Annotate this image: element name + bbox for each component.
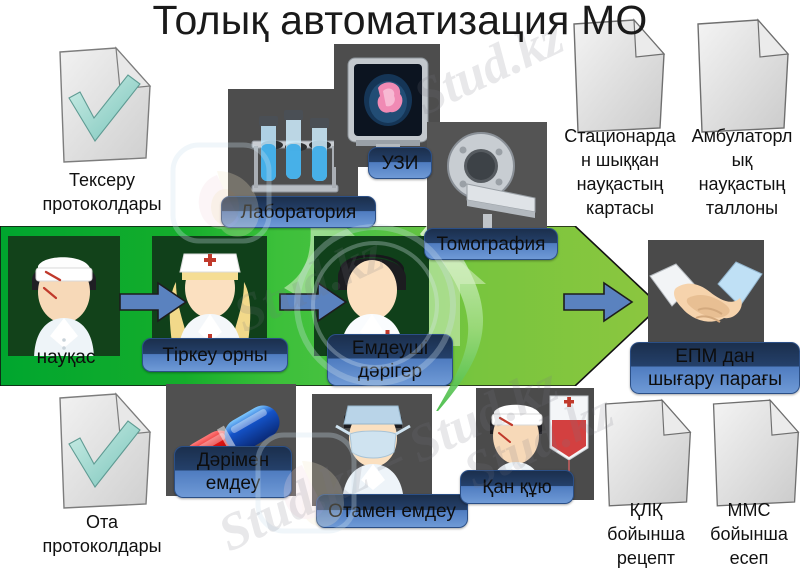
caption-line-1: Стационарда [564, 126, 676, 146]
document-icon [604, 398, 692, 507]
caption-line-4: таллоны [705, 198, 779, 218]
photo-surgeon [312, 394, 432, 506]
caption-line-2: протоколдары [42, 194, 162, 214]
caption-line-2: протоколдары [42, 536, 162, 556]
caption-mms-report: ММС бойынша есеп [698, 498, 800, 570]
caption-line-1: Амбулаторл [691, 126, 793, 146]
caption-line-1: Тексеру [69, 170, 135, 190]
arrow-patient-to-registry [119, 281, 188, 323]
label-ultrasound[interactable]: УЗИ [368, 147, 432, 179]
photo-patient [8, 236, 120, 356]
label-registry[interactable]: Тіркеу орны [142, 338, 288, 372]
document-icon [712, 398, 800, 507]
caption-line-2: бойынша [607, 524, 685, 544]
photo-ultrasound [334, 44, 440, 167]
label-surgery-treatment[interactable]: Отамен емдеу [316, 494, 468, 528]
caption-line-3: рецепт [616, 548, 676, 568]
arrow-doctor-to-discharge [563, 281, 634, 323]
caption-line-4: картасы [586, 198, 654, 218]
caption-line-2: бойынша [710, 524, 788, 544]
label-tomography[interactable]: Томография [424, 228, 558, 260]
label-discharge-sheet[interactable]: ЕПМ дан шығару парағы [630, 342, 800, 394]
caption-prescription: ҚЛҚ бойынша рецепт [590, 498, 702, 570]
caption-line-1: Ота [85, 512, 119, 532]
label-patient: науқас [36, 347, 96, 368]
caption-surgery-protocols: Ота протоколдары [17, 510, 187, 558]
caption-inpatient-card: Стационарда н шыққан науқастың картасы [560, 124, 680, 220]
caption-outpatient-coupon: Амбулаторл ық науқастың таллоны [684, 124, 800, 220]
label-attending-doctor[interactable]: Емдеуші дәрігер [327, 334, 453, 386]
arrow-registry-to-doctor [279, 281, 348, 323]
document-icon [573, 18, 666, 133]
caption-line-3: науқастың [576, 174, 664, 194]
caption-line-3: есеп [729, 548, 769, 568]
photo-handshake [648, 240, 764, 360]
label-laboratory[interactable]: Лаборатория [221, 196, 376, 228]
caption-line-3: науқастың [698, 174, 786, 194]
caption-line-2: ық [731, 150, 753, 170]
caption-line-1: ММС [727, 500, 771, 520]
label-medication-treatment[interactable]: Дәрімен емдеу [174, 446, 292, 498]
document-check-icon [59, 46, 152, 163]
document-icon [697, 18, 790, 133]
label-transfusion[interactable]: Қан құю [460, 470, 574, 504]
caption-line-2: н шыққан [580, 150, 660, 170]
page-title: Толық автоматизация МО [152, 0, 648, 43]
caption-line-1: ҚЛҚ [629, 500, 663, 520]
document-check-icon [59, 392, 152, 509]
photo-tomography [427, 122, 547, 244]
caption-exam-protocols: Тексеру протоколдары [17, 168, 187, 216]
